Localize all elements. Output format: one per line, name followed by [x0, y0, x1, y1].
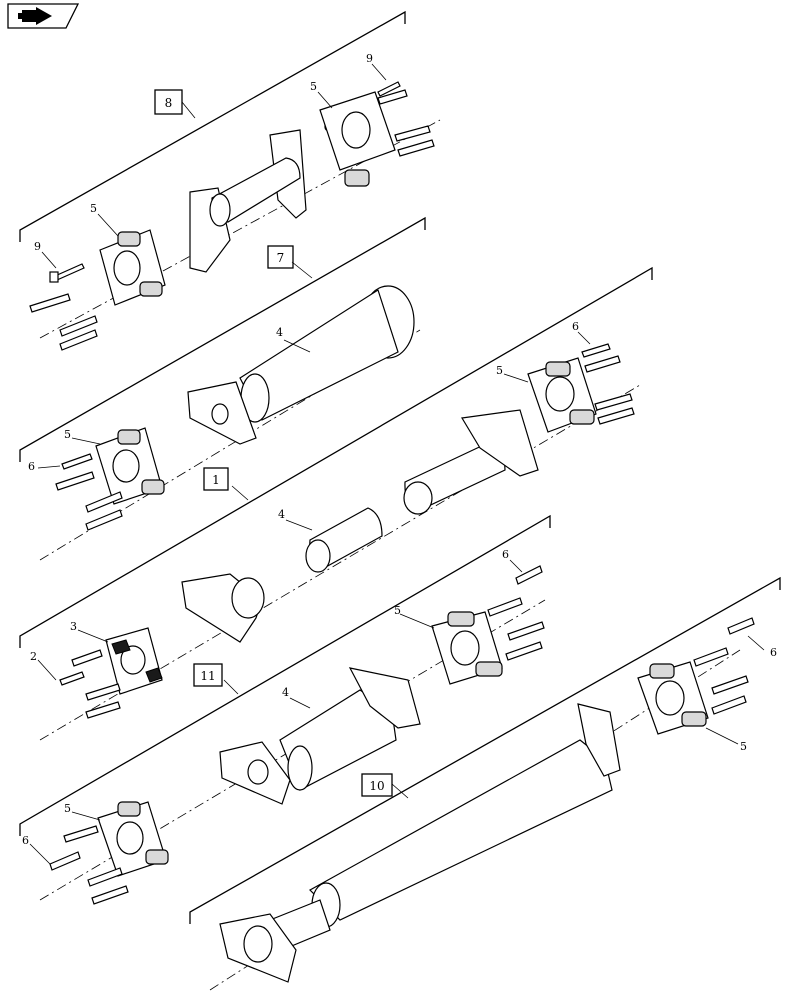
assembly-11-group: 11	[19, 514, 551, 905]
assembly-8-label-box[interactable]: 8	[154, 89, 183, 115]
callout-3: 3	[70, 620, 77, 633]
book-arrow-icon[interactable]	[7, 3, 80, 29]
assembly-1-group: 1	[19, 266, 653, 741]
callout-5: 5	[740, 740, 747, 753]
callout-4: 4	[278, 508, 285, 521]
assembly-8-group: 8	[19, 10, 441, 351]
callout-6: 6	[22, 834, 29, 847]
assembly-7-label-box[interactable]: 7	[267, 245, 294, 269]
callout-9: 9	[366, 52, 373, 65]
callout-9: 9	[34, 240, 41, 253]
callout-labels: 9 5 5 9 4 6 5 5 6 4 3 2 6 5 6 4 5 5 6	[22, 52, 777, 847]
u-joint-5	[99, 91, 396, 306]
callout-6: 6	[770, 646, 777, 659]
assembly-label: 10	[369, 779, 384, 793]
callout-4: 4	[282, 686, 289, 699]
bolt-set	[29, 81, 435, 351]
callout-5: 5	[64, 802, 71, 815]
assembly-label: 7	[277, 251, 285, 265]
callout-5: 5	[64, 428, 71, 441]
callout-leaders	[29, 63, 765, 865]
callout-5: 5	[394, 604, 401, 617]
callout-4: 4	[276, 326, 283, 339]
assembly-11-label-box[interactable]: 11	[193, 663, 223, 687]
assembly-1-label-box[interactable]: 1	[203, 467, 229, 491]
assembly-label: 1	[212, 473, 220, 487]
assembly-10-label-box[interactable]: 10	[361, 773, 393, 797]
assembly-label: 11	[200, 669, 215, 683]
callout-6: 6	[572, 320, 579, 333]
callout-6: 6	[502, 548, 509, 561]
assembly-10-group: 10	[189, 576, 781, 991]
callout-5: 5	[496, 364, 503, 377]
callout-2: 2	[30, 650, 37, 663]
callout-6: 6	[28, 460, 35, 473]
assembly-label: 8	[165, 96, 173, 110]
callout-5: 5	[310, 80, 317, 93]
callout-5: 5	[90, 202, 97, 215]
assembly-7-group: 7	[19, 216, 426, 561]
